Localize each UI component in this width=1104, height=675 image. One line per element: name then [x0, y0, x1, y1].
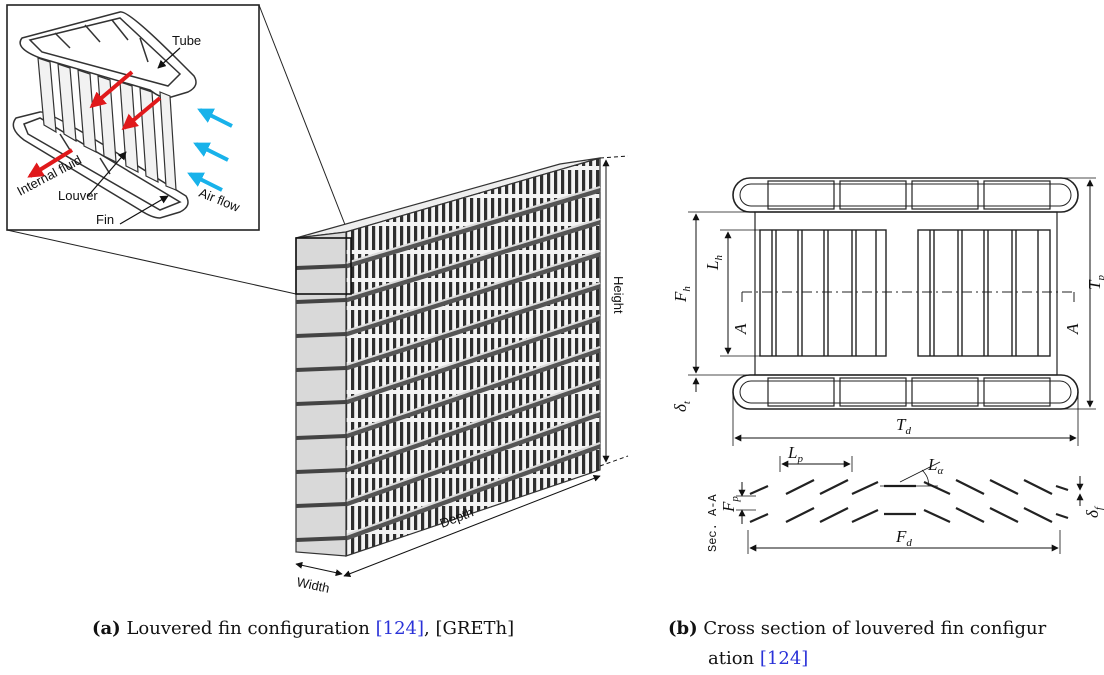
inset-label-tube: Tube — [172, 33, 201, 48]
inset-tube-top — [19, 11, 197, 99]
section-louvers-right — [917, 229, 1051, 357]
label-lp: Lp — [787, 443, 803, 465]
caption-b-line2: ation — [708, 648, 755, 669]
inset-label-louver: Louver — [58, 188, 98, 203]
label-a-right: A — [1063, 323, 1082, 335]
label-l-alpha: Lα — [927, 455, 943, 477]
caption-b-continued: ation [124] — [708, 648, 808, 669]
caption-b-ref[interactable]: [124] — [759, 648, 809, 669]
label-sec-a-a: Sec. A-A — [706, 494, 720, 552]
internal-fluid-arrows — [27, 70, 162, 178]
caption-b-line1: Cross section of louvered fin configur — [703, 618, 1047, 639]
section-fin — [754, 211, 1058, 376]
label-td: Td — [896, 415, 911, 437]
label-fd: Fd — [895, 527, 912, 549]
inset-detail: Tube Internal fluid Louver Fin Air flow — [6, 4, 260, 231]
label-a-left: A — [731, 323, 750, 335]
louver-leader — [87, 151, 127, 197]
label-delta-t: δt — [671, 400, 693, 412]
caption-a-tail: , [GRETh] — [424, 618, 515, 639]
caption-b-tag: (b) — [668, 618, 698, 639]
label-fh: Fh — [671, 286, 693, 303]
heat-exchanger-core — [295, 157, 601, 557]
caption-a-tag: (a) — [92, 618, 121, 639]
core-label-height: Height — [611, 276, 626, 314]
cross-section — [732, 177, 1079, 410]
zoom-lines — [6, 4, 352, 295]
label-delta-f: δf — [1083, 505, 1104, 518]
label-tp: Tp — [1085, 275, 1104, 290]
depth-dimension — [343, 475, 601, 577]
section-louvers-left — [759, 229, 887, 357]
l-alpha-angle — [921, 469, 929, 487]
label-fp: Fp — [719, 496, 741, 513]
louver-section-detail — [749, 479, 1069, 524]
tube-leader — [157, 47, 181, 69]
core-dimensions — [295, 155, 629, 577]
caption-a: (a) Louvered fin configuration [124], [G… — [92, 618, 514, 639]
inset-label-fin: Fin — [96, 212, 114, 227]
inset-tube-bottom — [12, 111, 189, 219]
width-dimension — [295, 561, 343, 577]
caption-a-text: Louvered fin configuration — [126, 618, 370, 639]
core-label-width: Width — [295, 574, 331, 596]
label-lh: Lh — [703, 255, 725, 271]
core-zoom-box — [295, 237, 352, 295]
caption-b: (b) Cross section of louvered fin config… — [668, 618, 1046, 639]
air-flow-arrows — [187, 108, 233, 192]
section-dimensions — [688, 177, 1096, 446]
caption-a-ref[interactable]: [124] — [375, 618, 424, 639]
fin-leader — [119, 195, 169, 225]
